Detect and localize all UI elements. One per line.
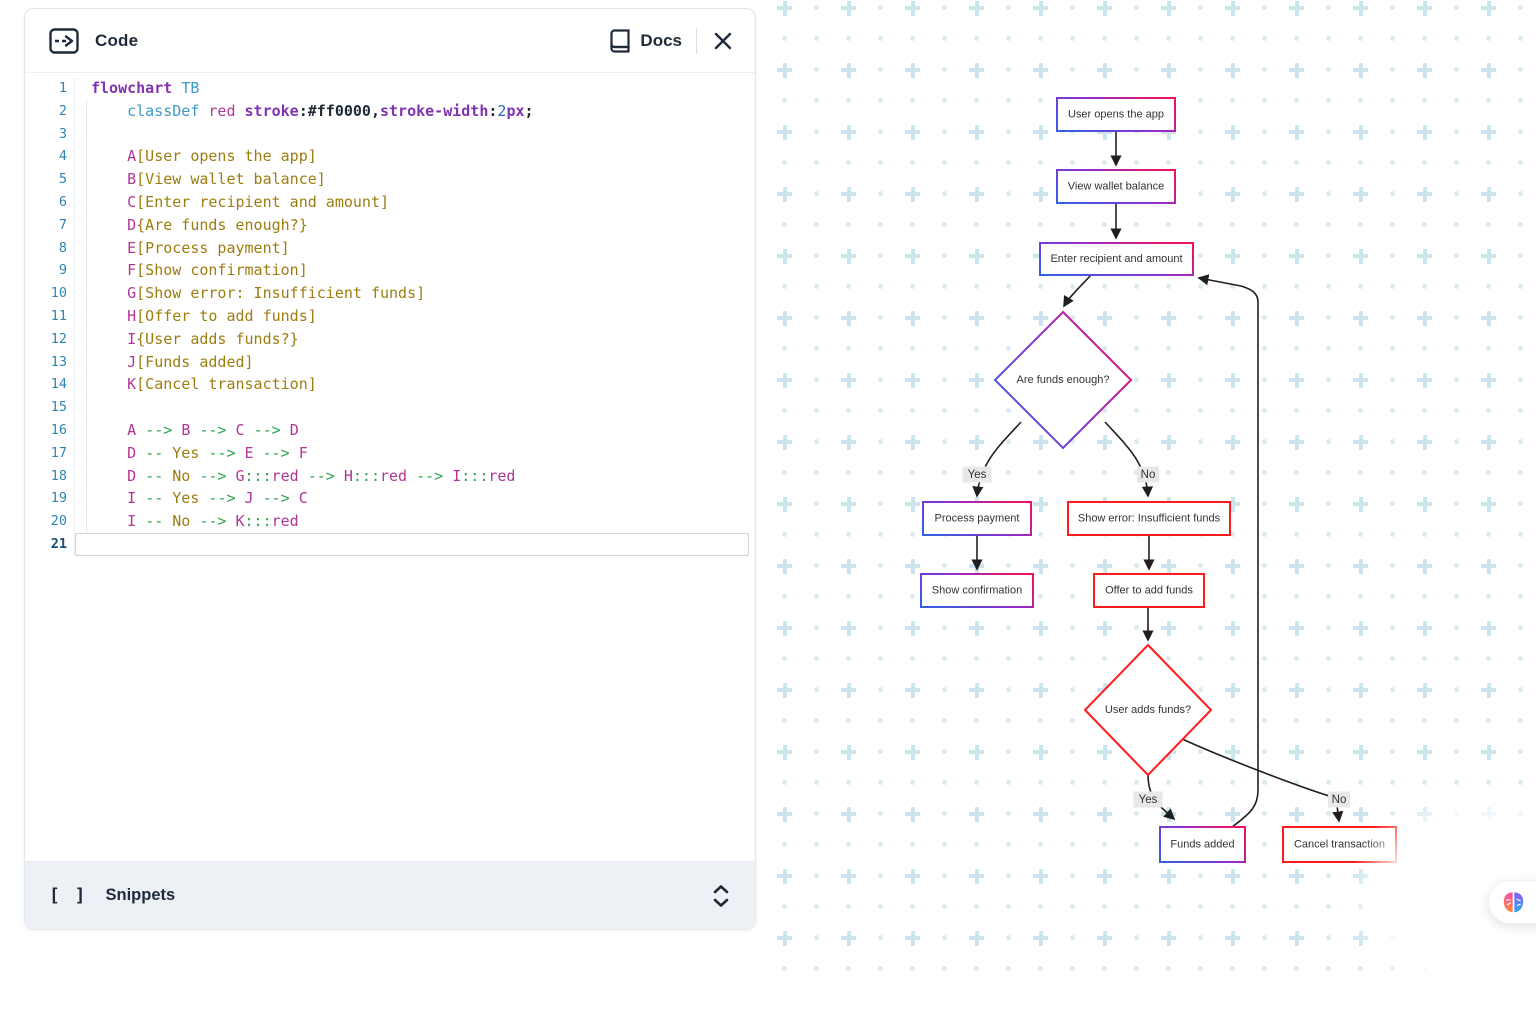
line-number: 2: [25, 100, 75, 123]
flow-edge-J-C: [1199, 278, 1258, 827]
svg-text:Show error: Insufficient funds: Show error: Insufficient funds: [1078, 513, 1221, 525]
code-line[interactable]: 12 I{User adds funds?}: [25, 328, 755, 351]
svg-text:User adds funds?: User adds funds?: [1105, 704, 1191, 716]
flow-node-G[interactable]: Show error: Insufficient funds: [1068, 502, 1230, 535]
line-number: 17: [25, 442, 75, 465]
brackets-icon: [ ]: [49, 885, 88, 906]
flow-node-B[interactable]: View wallet balance: [1057, 170, 1175, 203]
flow-node-F[interactable]: Show confirmation: [921, 574, 1033, 607]
flow-edge-I-K: [1180, 738, 1339, 821]
line-number: 9: [25, 259, 75, 282]
edge-label: No: [1141, 469, 1156, 481]
line-number: 7: [25, 214, 75, 237]
header-divider: [696, 28, 697, 54]
svg-text:Offer to add funds: Offer to add funds: [1105, 585, 1193, 597]
flow-node-E[interactable]: Process payment: [923, 502, 1031, 535]
code-line[interactable]: 14 K[Cancel transaction]: [25, 373, 755, 396]
line-number: 11: [25, 305, 75, 328]
snippets-label: Snippets: [106, 886, 176, 905]
book-icon: [610, 29, 631, 53]
panel-title: Code: [95, 31, 138, 51]
line-number: 21: [25, 533, 75, 556]
svg-text:User opens the app: User opens the app: [1068, 109, 1164, 121]
flow-edge-D-G: [1105, 422, 1148, 496]
svg-text:Process payment: Process payment: [935, 513, 1020, 525]
line-number: 6: [25, 191, 75, 214]
expand-collapse-icon[interactable]: [711, 883, 731, 909]
line-number: 18: [25, 465, 75, 488]
panel-header: Code Docs: [25, 9, 755, 73]
line-number: 8: [25, 237, 75, 260]
code-line[interactable]: 8 E[Process payment]: [25, 237, 755, 260]
docs-label: Docs: [640, 31, 682, 51]
code-line[interactable]: 4 A[User opens the app]: [25, 145, 755, 168]
line-number: 14: [25, 373, 75, 396]
flow-node-C[interactable]: Enter recipient and amount: [1040, 243, 1193, 275]
code-line[interactable]: 16 A --> B --> C --> D: [25, 419, 755, 442]
code-line[interactable]: 3: [25, 123, 755, 146]
line-number: 20: [25, 510, 75, 533]
code-panel-icon: [49, 28, 79, 54]
edge-label: Yes: [968, 469, 987, 481]
code-line[interactable]: 18 D -- No --> G:::red --> H:::red --> I…: [25, 465, 755, 488]
code-line[interactable]: 19 I -- Yes --> J --> C: [25, 487, 755, 510]
line-number: 5: [25, 168, 75, 191]
flow-node-H[interactable]: Offer to add funds: [1094, 574, 1204, 607]
svg-text:Are funds enough?: Are funds enough?: [1017, 374, 1110, 386]
line-number: 15: [25, 396, 75, 419]
line-number: 19: [25, 487, 75, 510]
svg-text:Show confirmation: Show confirmation: [932, 585, 1023, 597]
flow-node-J[interactable]: Funds added: [1160, 827, 1245, 862]
code-editor[interactable]: 1flowchart TB2 classDef red stroke:#ff00…: [25, 73, 755, 861]
diagram-preview-pane[interactable]: YesNoYesNoUser opens the appView wallet …: [768, 0, 1536, 960]
svg-text:Enter recipient and amount: Enter recipient and amount: [1050, 253, 1182, 265]
line-number: 1: [25, 77, 75, 100]
flow-edge-C-D: [1064, 275, 1091, 306]
close-icon: [713, 31, 733, 51]
code-line[interactable]: 1flowchart TB: [25, 77, 755, 100]
line-number: 10: [25, 282, 75, 305]
brain-icon: [1500, 889, 1527, 916]
code-line[interactable]: 2 classDef red stroke:#ff0000,stroke-wid…: [25, 100, 755, 123]
code-line[interactable]: 7 D{Are funds enough?}: [25, 214, 755, 237]
line-number: 4: [25, 145, 75, 168]
line-number: 12: [25, 328, 75, 351]
line-number: 3: [25, 123, 75, 146]
flow-edge-D-E: [977, 422, 1021, 496]
code-line[interactable]: 15: [25, 396, 755, 419]
line-number: 13: [25, 351, 75, 374]
code-editor-panel: Code Docs 1flowchart TB2 classDef red st…: [24, 8, 756, 930]
edge-label: No: [1332, 794, 1347, 806]
line-number: 16: [25, 419, 75, 442]
ai-assistant-button[interactable]: [1488, 880, 1536, 924]
indent-guide: [86, 100, 87, 534]
code-line[interactable]: 6 C[Enter recipient and amount]: [25, 191, 755, 214]
code-line[interactable]: 9 F[Show confirmation]: [25, 259, 755, 282]
close-button[interactable]: [711, 29, 735, 53]
code-line[interactable]: 5 B[View wallet balance]: [25, 168, 755, 191]
docs-button[interactable]: Docs: [610, 29, 682, 53]
flow-node-I[interactable]: User adds funds?: [1085, 645, 1211, 775]
code-line[interactable]: 10 G[Show error: Insufficient funds]: [25, 282, 755, 305]
code-line[interactable]: 20 I -- No --> K:::red: [25, 510, 755, 533]
code-line[interactable]: 13 J[Funds added]: [25, 351, 755, 374]
svg-text:Funds added: Funds added: [1170, 839, 1234, 851]
code-line[interactable]: 11 H[Offer to add funds]: [25, 305, 755, 328]
code-line[interactable]: 17 D -- Yes --> E --> F: [25, 442, 755, 465]
svg-text:View wallet balance: View wallet balance: [1068, 181, 1164, 193]
edge-label: Yes: [1139, 794, 1158, 806]
snippets-bar[interactable]: [ ] Snippets: [25, 861, 755, 929]
flow-node-A[interactable]: User opens the app: [1057, 98, 1175, 131]
code-line[interactable]: 21: [25, 533, 755, 556]
